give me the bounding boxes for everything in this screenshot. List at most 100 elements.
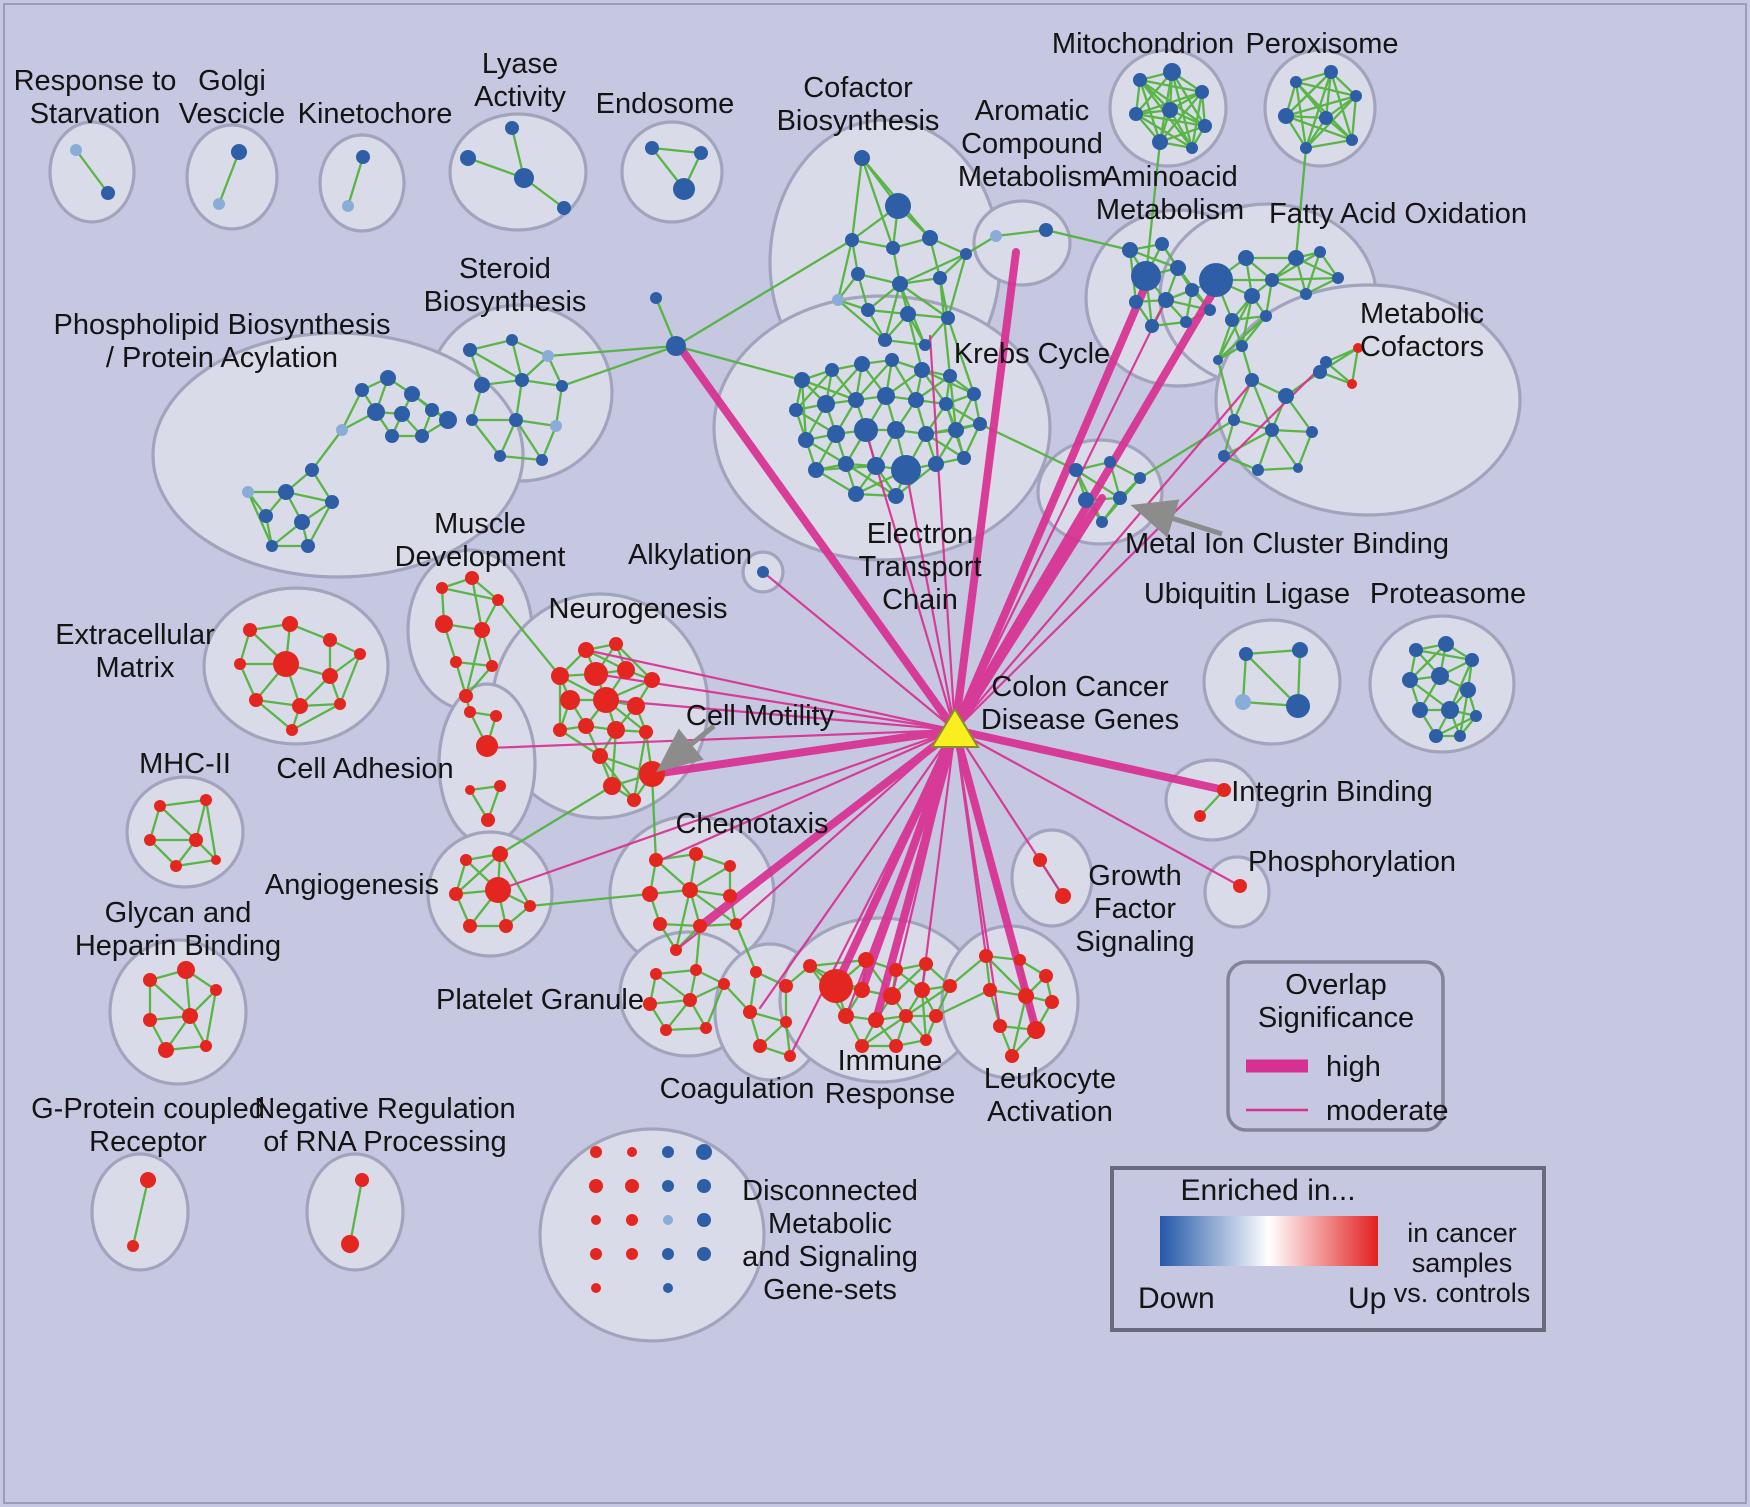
gene-set-node [642,886,658,902]
gene-set-node [1292,642,1308,658]
gene-set-node [784,1050,796,1062]
gene-set-node [474,622,490,638]
gene-set-node [404,386,420,402]
gene-set-node [259,509,273,523]
label-chemotaxis: Chemotaxis [675,808,828,840]
label-ubiquitin-ligase: Ubiquitin Ligase [1144,578,1350,610]
gene-set-node [662,1146,674,1158]
gene-set-node [683,993,697,1007]
gene-set-node [550,420,562,432]
gene-set-node [1152,134,1168,150]
green-edge [514,418,544,462]
gene-set-node [486,660,498,672]
label-neurogenesis: Neurogenesis [549,593,728,625]
gene-set-node [948,422,964,438]
legend-label-high: high [1326,1051,1381,1083]
green-edge [1350,346,1360,386]
gene-set-node [1039,969,1053,983]
gene-set-node [1324,65,1338,79]
gene-set-node [858,952,874,968]
gene-set-node [854,418,878,442]
gene-set-node [899,1009,913,1023]
green-edge [148,978,192,1018]
gene-set-node [336,424,348,436]
enrichment-gradient-bar [1160,1216,1378,1266]
disease-genes-triangle [930,707,980,748]
gene-set-node [753,1039,767,1053]
green-edge [1350,94,1358,142]
green-edge [254,698,294,732]
gene-set-node [394,406,410,422]
gene-set-nodes [70,63,1482,1293]
gene-set-node [724,860,736,872]
green-edge [688,888,738,926]
gene-set-node [617,661,635,679]
gene-set-node [1265,423,1279,437]
gene-set-node [1244,288,1260,304]
gene-set-node [1233,879,1247,893]
green-edge [1304,70,1333,150]
gene-set-node [919,339,931,351]
gene-set-node [1186,142,1198,154]
green-edge [1294,80,1354,142]
gene-set-node [750,966,762,978]
gene-set-node [854,356,870,372]
gene-set-node [682,882,698,898]
label-kinetochore: Kinetochore [298,98,453,130]
gene-set-node [644,672,660,688]
label-metal-ion-cluster-binding: Metal Ion Cluster Binding [1125,528,1449,560]
gene-set-node [643,997,657,1011]
green-edge [674,344,804,382]
cluster-bubble-golgi-vescicle [185,123,279,231]
label-platelet-granule: Platelet Granule [436,984,644,1016]
gene-set-node [1122,242,1138,258]
gene-set-node [1218,450,1230,462]
overlap-edge-high [951,494,1106,734]
green-edge [920,988,928,1042]
gene-set-node [292,698,308,714]
gene-set-node [143,1013,157,1027]
label-coagulation: Coagulation [660,1073,815,1105]
gene-set-node [627,697,645,715]
gene-set-node [883,987,901,1005]
gene-set-node [960,248,972,260]
gene-set-node [914,362,930,378]
green-edge [1270,428,1300,470]
green-edge [994,228,1048,238]
gene-set-node [380,370,396,386]
green-edge [704,982,726,1030]
green-edge [1318,346,1360,374]
green-edge [158,798,208,808]
green-edge [1284,70,1333,118]
gene-set-node [1278,108,1294,124]
label-cell-motility: Cell Motility [686,700,835,732]
green-edge [1244,648,1302,656]
gene-set-node [170,860,182,872]
gene-set-node [1033,853,1047,867]
gene-set-node [888,488,904,504]
gene-set-node [1314,246,1326,258]
green-edge [794,368,834,412]
label-proteasome: Proteasome [1370,578,1526,610]
gene-set-node [626,1248,638,1260]
gene-set-node [465,571,479,585]
gene-set-node [967,387,981,401]
green-edge [1216,314,1268,362]
green-edge [310,428,344,472]
gene-set-node [584,662,608,686]
gene-set-node [1198,119,1212,133]
overlap-edge-moderate [496,728,957,892]
gene-set-node [878,333,892,347]
gene-set-node [592,748,608,764]
gene-set-node [700,1022,712,1034]
gene-set-node [1204,304,1216,316]
